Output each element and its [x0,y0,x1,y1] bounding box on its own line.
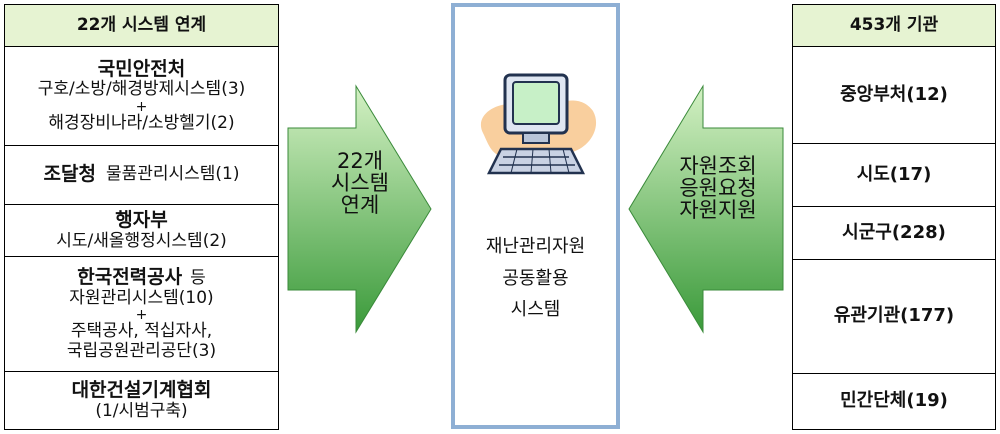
arrow-text-line: 자원지원 [679,198,757,223]
org-name: 대한건설기계협회 [71,378,212,401]
org-name: 국민안전처 [97,57,186,80]
plus-sign: + [135,307,148,324]
agency-count: 시도(17) [856,163,932,185]
right-cell-related: 유관기관(177) [793,259,995,373]
center-text-line: 공동활용 [502,267,569,289]
center-system-box: 재난관리자원 공동활용 시스템 [451,3,620,429]
plus-sign: + [135,98,148,115]
arrow-text-line: 시스템 [331,171,389,196]
right-cell-province: 시도(17) [793,143,995,206]
left-cell-kepco: 한국전력공사 등 자원관리시스템(10) + 주택공사, 적십자사, 국립공원관… [5,256,278,371]
computer-icon [480,73,597,175]
right-arrow-label: 자원조회 응원요청 자원지원 [662,155,774,221]
system-text: 자원관리시스템(10) [69,287,214,308]
system-text: 주택공사, 적십자사, [70,321,213,342]
right-cell-municipal: 시군구(228) [793,206,995,259]
left-cell-procurement: 조달청 물품관리시스템(1) [5,145,278,204]
center-text-line: 시스템 [510,299,561,320]
system-text: 구호/소방/해경방제시스템(3) [37,79,246,100]
left-header-label: 22개 시스템 연계 [76,14,207,35]
center-label: 재난관리자원 공동활용 시스템 [455,231,616,326]
agency-count: 유관기관(177) [833,305,955,327]
left-cell-interior: 행자부 시도/새올행정시스템(2) [5,204,278,256]
arrow-text-line: 응원요청 [679,176,757,201]
system-text: (1/시범구축) [95,400,188,421]
left-panel-header: 22개 시스템 연계 [5,5,278,46]
system-text: 시도/새올행정시스템(2) [56,230,227,251]
center-text-line: 재난관리자원 [485,236,586,257]
agency-count: 시군구(228) [842,221,946,243]
right-pointing-arrow [287,84,432,334]
right-cell-private: 민간단체(19) [793,373,995,429]
right-panel-header: 453개 기관 [793,5,995,46]
left-panel: 22개 시스템 연계 국민안전처 구호/소방/해경방제시스템(3) + 해경장비… [4,4,279,430]
system-text: 물품관리시스템(1) [105,164,240,185]
right-cell-central: 중앙부처(12) [793,46,995,143]
left-cell-safety: 국민안전처 구호/소방/해경방제시스템(3) + 해경장비나라/소방헬기(2) [5,46,278,145]
org-name: 한국전력공사 [77,265,183,288]
left-pointing-arrow [628,84,784,334]
agency-count: 중앙부처(12) [840,83,948,105]
left-arrow-label: 22개 시스템 연계 [320,150,400,216]
right-panel: 453개 기관 중앙부처(12) 시도(17) 시군구(228) 유관기관(17… [792,4,996,430]
system-text: 해경장비나라/소방헬기(2) [48,112,235,133]
arrow-text-line: 연계 [340,193,380,218]
right-header-label: 453개 기관 [849,14,939,35]
arrow-text-line: 자원조회 [679,154,757,178]
org-name: 행자부 [115,208,168,231]
system-text: 국립공원관리공단(3) [66,340,217,361]
agency-count: 민간단체(19) [840,390,948,412]
org-suffix: 등 [190,267,206,288]
org-name: 조달청 [43,163,96,186]
arrow-text-line: 22개 [336,149,384,173]
left-cell-construction: 대한건설기계협회 (1/시범구축) [5,371,278,429]
